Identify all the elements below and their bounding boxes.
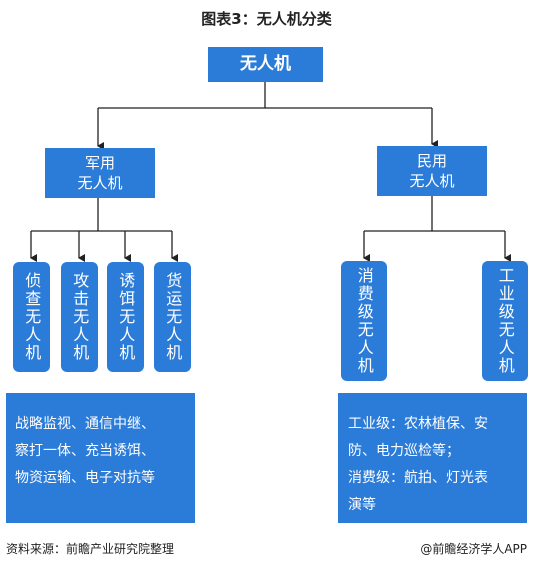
military-child-attack: 攻击无人机: [61, 262, 98, 372]
chart-title: 图表3：无人机分类: [201, 10, 332, 28]
military-child-recon: 侦查无人机: [13, 262, 50, 372]
military-child-cargo: 货运无人机: [154, 262, 191, 372]
source-note: 资料来源：前瞻产业研究院整理: [6, 542, 175, 556]
civil-child-consumer: 消费级无人机: [341, 261, 387, 381]
desc-line: 战略监视、通信中继、: [15, 416, 155, 432]
civil-node: 民用 无人机: [377, 146, 487, 196]
leaf-label: 工业级无人机: [495, 267, 515, 375]
leaf-label: 诱饵无人机: [116, 272, 136, 362]
desc-line: 防、电力巡检等；: [348, 443, 460, 459]
civil-description: 工业级：农林植保、安 防、电力巡检等； 消费级：航拍、灯光表 演等: [338, 393, 527, 523]
desc-line: 工业级：农林植保、安: [348, 416, 488, 432]
military-description: 战略监视、通信中继、 察打一体、充当诱饵、 物资运输、电子对抗等: [6, 393, 195, 523]
desc-line: 消费级：航拍、灯光表: [348, 470, 488, 486]
root-node: 无人机: [208, 47, 323, 82]
leaf-label: 消费级无人机: [354, 267, 374, 375]
military-child-decoy: 诱饵无人机: [107, 262, 144, 372]
leaf-label: 攻击无人机: [70, 272, 90, 362]
leaf-label: 侦查无人机: [22, 272, 42, 362]
leaf-label: 货运无人机: [163, 272, 183, 362]
desc-line: 察打一体、充当诱饵、: [15, 443, 155, 459]
desc-line: 演等: [348, 497, 376, 513]
brand-note: @前瞻经济学人APP: [420, 542, 527, 556]
civil-child-industrial: 工业级无人机: [482, 261, 528, 381]
desc-line: 物资运输、电子对抗等: [15, 470, 155, 486]
military-node: 军用 无人机: [45, 148, 155, 198]
